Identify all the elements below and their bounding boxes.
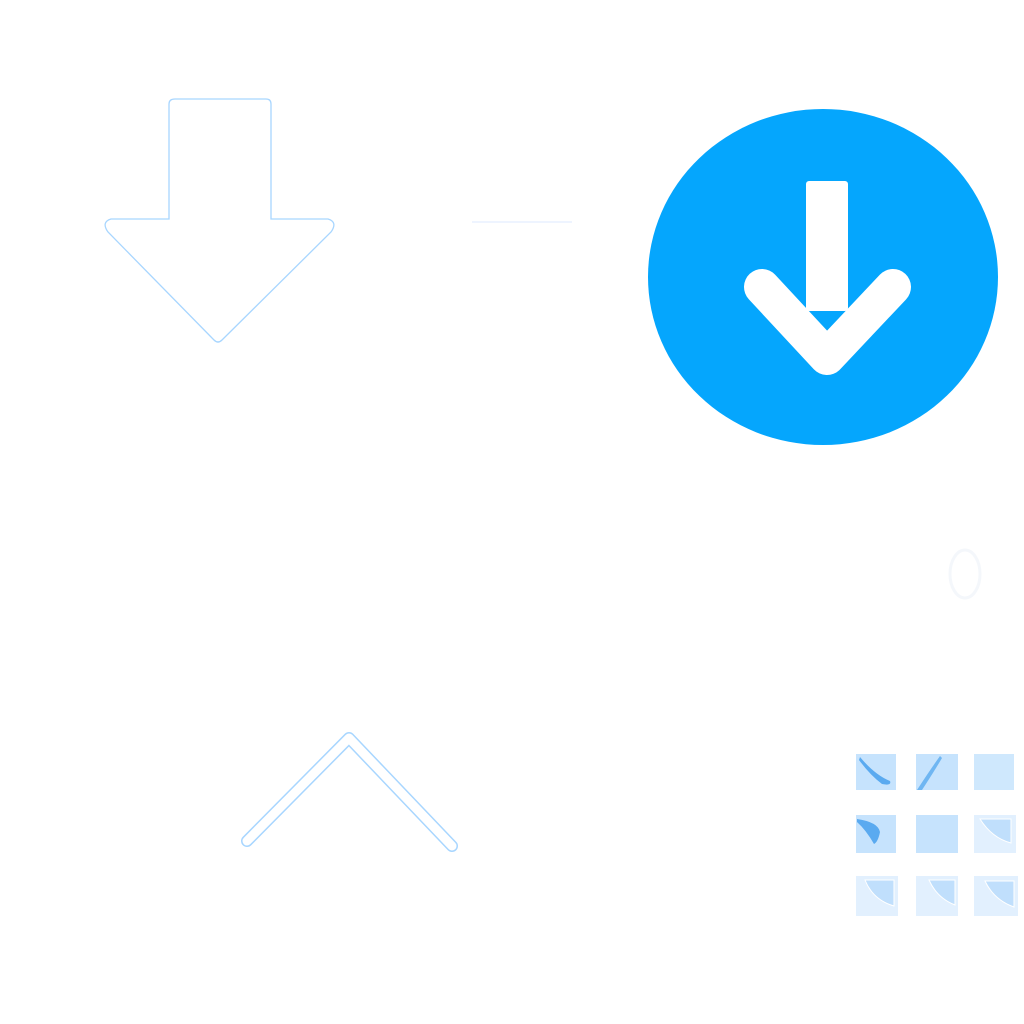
- tile: [856, 815, 896, 853]
- download-arrow-outline-icon: [104, 98, 335, 343]
- tile: [916, 815, 958, 853]
- tile: [974, 876, 1018, 916]
- tile: [916, 754, 958, 790]
- tile: [856, 876, 898, 916]
- download-circle-icon[interactable]: [648, 109, 998, 445]
- chevron-up-icon[interactable]: [241, 732, 458, 852]
- tile-grid-icon: [856, 754, 1018, 916]
- tile: [974, 754, 1014, 790]
- tile: [974, 815, 1016, 853]
- tile: [856, 754, 896, 790]
- tile: [916, 876, 958, 916]
- ring-icon: [948, 548, 982, 600]
